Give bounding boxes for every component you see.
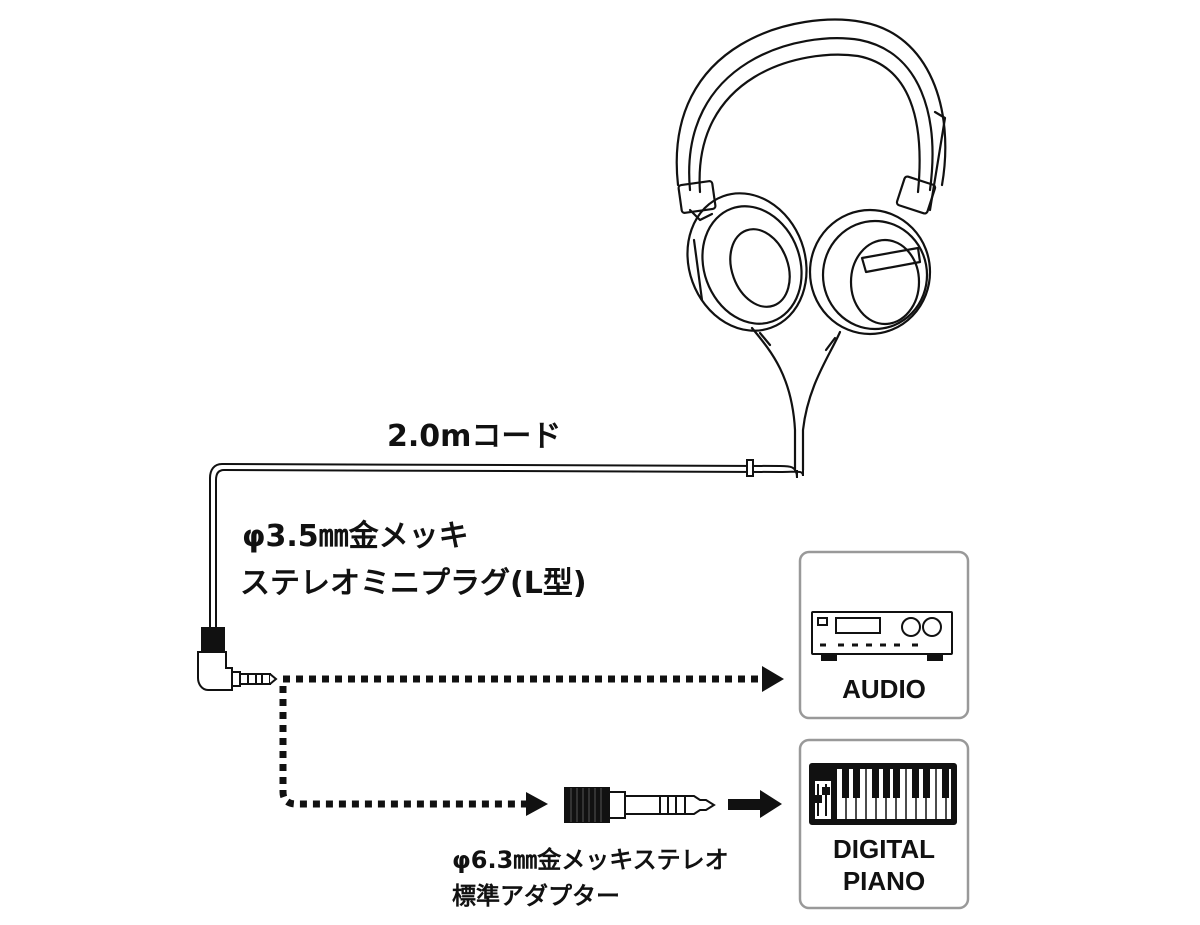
plug-label-line1: φ3.5㎜金メッキ [242,519,469,554]
plug-label-line2: ステレオミニプラグ(L型) [240,566,587,601]
audio-target-box: AUDIO [798,550,970,720]
l-shaped-plug-icon [197,627,278,691]
digital-piano-target-box: DIGITAL PIANO [798,738,970,910]
arrow-head-adapter [526,792,548,816]
headphones-illustration [675,18,947,472]
piano-label: PIANO [843,866,925,896]
adapter-plug-icon [564,787,716,823]
arrow-shaft-piano [728,799,762,810]
digital-label: DIGITAL [833,834,935,864]
adapter-label-line1: φ6.3㎜金メッキステレオ [452,846,729,874]
connection-path-adapter [279,686,526,808]
cable [209,459,804,628]
cord-length-label: 2.0mコード [387,419,561,454]
keyboard-icon [809,763,957,825]
arrow-head-piano [760,790,782,818]
adapter-label-line2: 標準アダプター [452,882,620,910]
audio-label: AUDIO [842,674,926,704]
audio-receiver-icon [811,611,953,661]
arrow-head-audio [762,666,784,692]
